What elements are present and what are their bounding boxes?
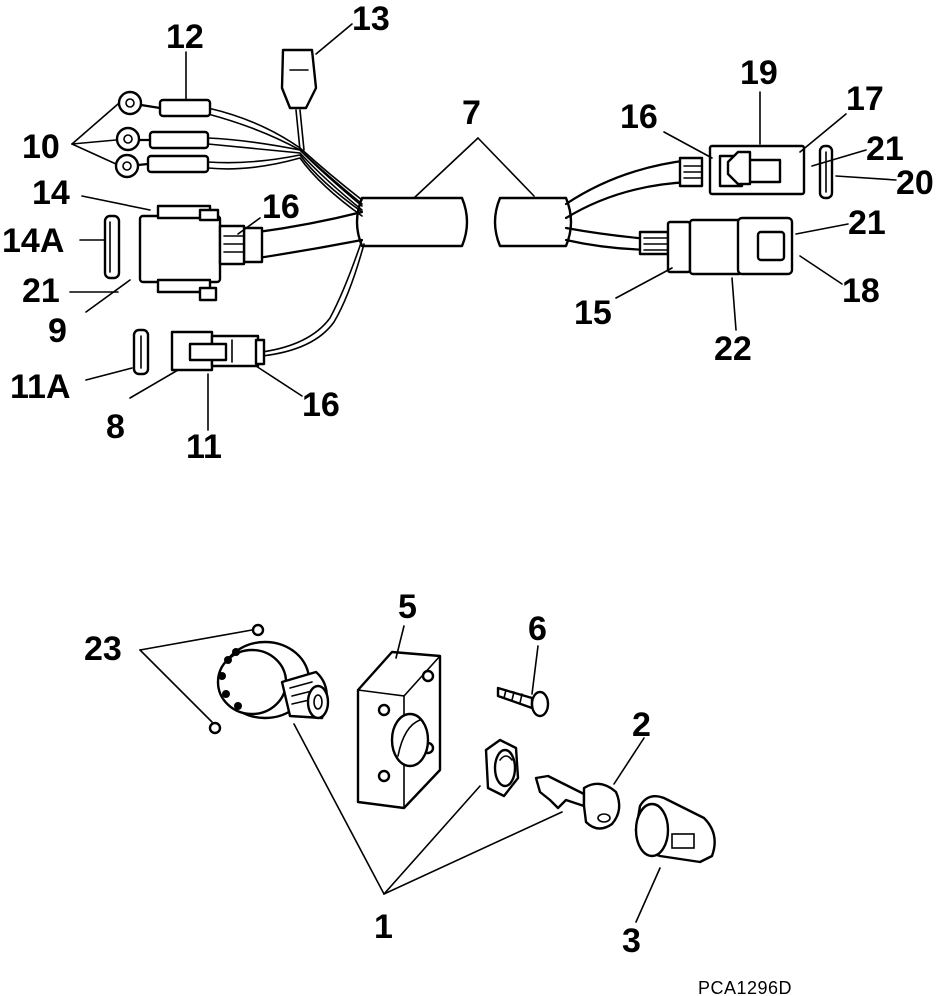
jumper-14a	[103, 214, 121, 280]
callout-16-left: 16	[262, 188, 300, 226]
callout-6: 6	[528, 610, 547, 648]
callout-19: 19	[740, 54, 778, 92]
callout-21-left: 21	[22, 272, 60, 310]
callout-12: 12	[166, 18, 204, 56]
callout-14: 14	[32, 174, 70, 212]
connector-9	[138, 204, 246, 302]
harness-sleeve-left	[355, 196, 469, 248]
key-2	[534, 774, 621, 830]
callout-20: 20	[896, 164, 934, 202]
jumper-20	[818, 144, 834, 200]
figure-code: PCA1296D	[698, 978, 792, 996]
callout-16-right: 16	[620, 98, 658, 136]
nut-23-top	[251, 623, 265, 637]
callout-16-bottom: 16	[302, 386, 340, 424]
wiring-harness	[103, 48, 834, 376]
callout-5: 5	[398, 588, 417, 626]
callout-21-lower: 21	[848, 204, 886, 242]
callout-9: 9	[48, 312, 67, 350]
callout-11a: 11A	[10, 368, 71, 406]
callout-13: 13	[352, 0, 390, 38]
connector-22	[666, 216, 794, 276]
ring-terminal-leads	[114, 90, 363, 217]
connector-19	[708, 144, 806, 196]
callout-22: 22	[714, 330, 752, 368]
connector-11-lead	[261, 239, 365, 357]
callout-11: 11	[186, 428, 222, 466]
callout-14a: 14A	[2, 222, 64, 260]
fuse-holder-lead	[280, 48, 318, 151]
callout-10: 10	[22, 128, 60, 166]
boot-cap-3	[634, 795, 716, 864]
callout-2: 2	[632, 706, 651, 744]
callout-18: 18	[842, 272, 880, 310]
ignition-switch-assembly	[208, 623, 716, 864]
nut-23-bottom	[208, 721, 222, 735]
callout-23: 23	[84, 630, 122, 668]
callout-7: 7	[462, 94, 481, 132]
mounting-plate-5	[356, 650, 442, 810]
callout-1: 1	[374, 908, 393, 946]
screw-6	[496, 686, 550, 718]
callout-21-upper: 21	[866, 130, 904, 168]
callout-8: 8	[106, 408, 125, 446]
ignition-switch	[216, 640, 330, 720]
callout-15: 15	[574, 294, 612, 332]
hex-nut	[484, 738, 520, 798]
connector-22-lead	[564, 226, 670, 256]
connector-11	[170, 330, 266, 372]
jumper-11a	[132, 328, 150, 376]
callout-17: 17	[846, 80, 884, 118]
connector-19-lead	[564, 156, 704, 220]
harness-sleeve-right	[493, 196, 573, 248]
callout-3: 3	[622, 922, 641, 960]
leader-lines	[69, 23, 897, 923]
